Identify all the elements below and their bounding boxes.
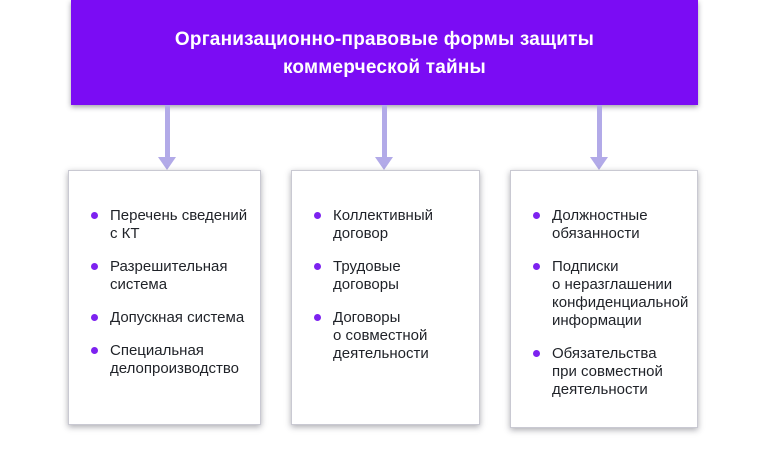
- column-card-contracts: Коллективный договор Трудовые договоры Д…: [291, 170, 480, 425]
- bullet-dot-icon: [314, 314, 321, 321]
- list-item-text: Разрешительная система: [110, 258, 228, 293]
- arrow-down-icon: [158, 105, 176, 170]
- list-item: Допускная система: [91, 309, 248, 327]
- bullet-list: Коллективный договор Трудовые договоры Д…: [292, 171, 479, 363]
- arrow-head: [590, 157, 608, 170]
- bullet-dot-icon: [314, 263, 321, 270]
- bullet-dot-icon: [91, 212, 98, 219]
- arrow-shaft: [164, 105, 170, 157]
- arrow-head: [158, 157, 176, 170]
- list-item-text: Перечень сведений с КТ: [110, 207, 248, 242]
- column-card-organizational: Перечень сведений с КТ Разрешительная си…: [68, 170, 261, 425]
- list-item: Подписки о неразглашении конфиденциально…: [533, 258, 689, 330]
- bullet-list: Перечень сведений с КТ Разрешительная си…: [69, 171, 260, 378]
- list-item-text: Обязательства при совместной деятельност…: [552, 345, 663, 398]
- arrow-down-icon: [375, 105, 393, 170]
- list-item: Разрешительная система: [91, 258, 248, 294]
- column-card-obligations: Должностные обязанности Подписки о нераз…: [510, 170, 698, 428]
- list-item: Специальная делопроизводство: [91, 342, 248, 378]
- list-item: Должностные обязанности: [533, 207, 685, 243]
- arrow-head: [375, 157, 393, 170]
- bullet-dot-icon: [533, 350, 540, 357]
- bullet-list: Должностные обязанности Подписки о нераз…: [511, 171, 697, 399]
- bullet-dot-icon: [91, 263, 98, 270]
- list-item-text: Допускная система: [110, 309, 245, 326]
- list-item-text: Коллективный договор: [333, 207, 433, 242]
- bullet-dot-icon: [533, 263, 540, 270]
- arrow-down-icon: [590, 105, 608, 170]
- list-item: Трудовые договоры: [314, 258, 467, 294]
- diagram-title: Организационно-правовые формы защиты ком…: [174, 29, 595, 78]
- list-item: Коллективный договор: [314, 207, 467, 243]
- arrow-shaft: [381, 105, 387, 157]
- bullet-dot-icon: [533, 212, 540, 219]
- bullet-dot-icon: [91, 314, 98, 321]
- list-item: Обязательства при совместной деятельност…: [533, 345, 685, 399]
- list-item-text: Подписки о неразглашении конфиденциально…: [552, 258, 689, 329]
- arrow-shaft: [596, 105, 602, 157]
- list-item: Перечень сведений с КТ: [91, 207, 248, 243]
- header-banner: Организационно-правовые формы защиты ком…: [71, 0, 698, 105]
- list-item-text: Должностные обязанности: [552, 207, 648, 242]
- list-item: Договоры о совместной деятельности: [314, 309, 467, 363]
- bullet-dot-icon: [314, 212, 321, 219]
- list-item-text: Специальная делопроизводство: [110, 342, 240, 377]
- list-item-text: Трудовые договоры: [333, 258, 401, 293]
- bullet-dot-icon: [91, 347, 98, 354]
- list-item-text: Договоры о совместной деятельности: [333, 309, 429, 362]
